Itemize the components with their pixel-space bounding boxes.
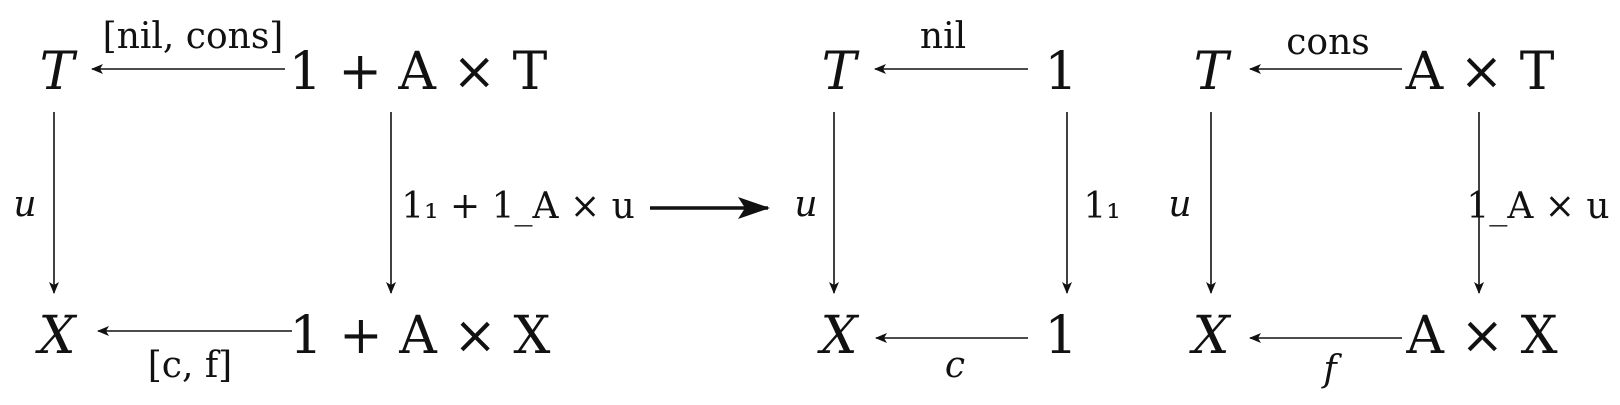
d1-edge-left-label: u: [13, 184, 37, 225]
d2-node-tl: T: [821, 42, 857, 102]
d2-node-bl: X: [820, 306, 858, 366]
d2-node-tr: 1: [1044, 42, 1078, 102]
d1-edge-top-label: [nil, cons]: [102, 16, 284, 57]
d3-node-tl: T: [1193, 42, 1229, 102]
d1-edge-right-label: 1₁ + 1_A × u: [401, 186, 635, 227]
d3-edge-right-label: 1_A × u: [1466, 186, 1610, 227]
d2-edge-right-label: 1₁: [1083, 186, 1121, 227]
d1-node-br: 1 + A × X: [289, 306, 551, 366]
d1-node-bl: X: [38, 306, 76, 366]
d3-edge-bottom-label: f: [1323, 349, 1337, 390]
d3-node-br: A × X: [1406, 306, 1558, 366]
d1-edge-bottom-label: [c, f]: [147, 345, 233, 386]
d2-edge-bottom-label: c: [944, 345, 966, 386]
d1-node-tl: T: [39, 42, 75, 102]
d3-node-bl: X: [1192, 306, 1230, 366]
d3-edge-left-label: u: [1168, 184, 1192, 225]
d3-edge-top-label: cons: [1286, 22, 1370, 63]
d1-node-tr: 1 + A × T: [288, 42, 548, 102]
d2-edge-top-label: nil: [919, 16, 967, 57]
d2-node-br: 1: [1044, 306, 1078, 366]
d3-node-tr: A × T: [1405, 42, 1555, 102]
d2-edge-left-label: u: [794, 184, 818, 225]
